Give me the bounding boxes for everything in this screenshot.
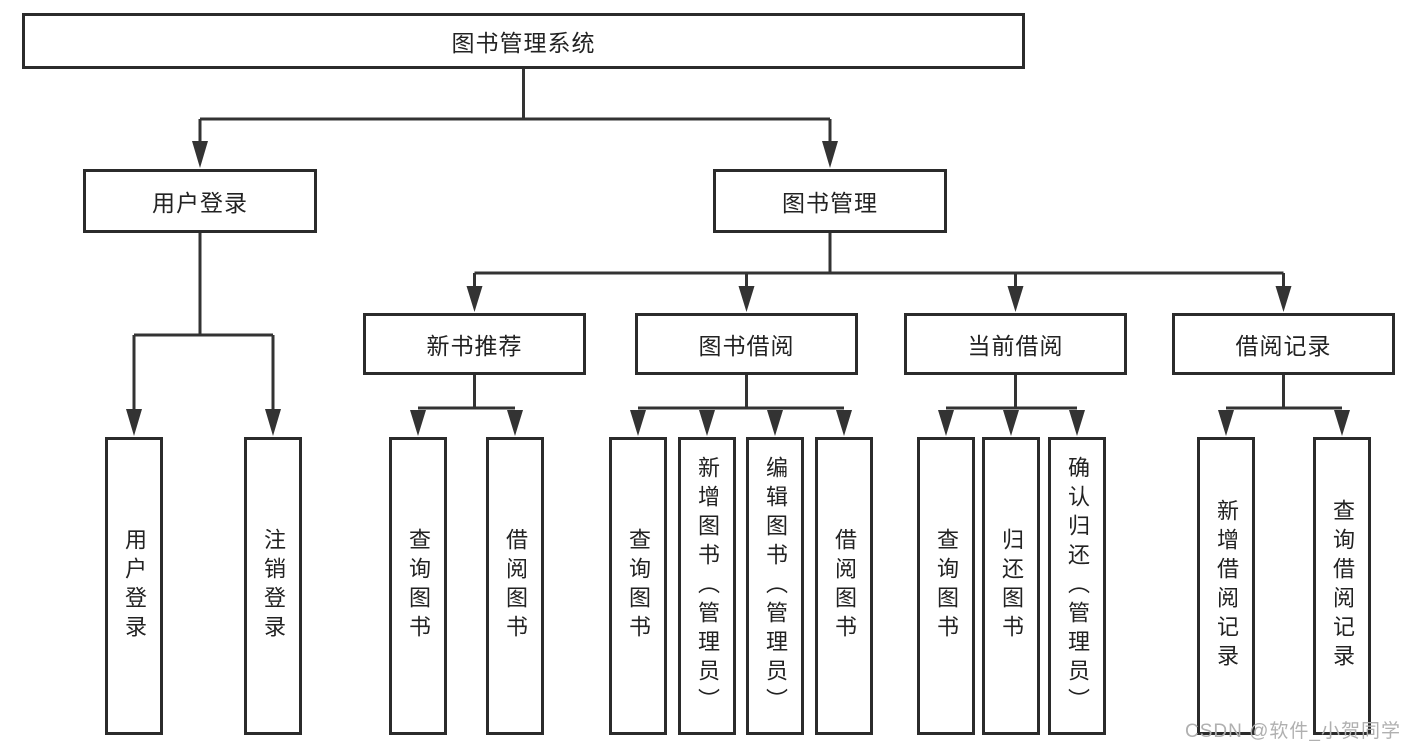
node-label: 编辑图书（管理员） (763, 455, 788, 717)
node-label: 用户登录 (152, 190, 248, 216)
leaf-borrow-books-recommend: 借阅图书 (486, 437, 544, 735)
node-label: 新增图书（管理员） (695, 455, 720, 717)
node-label: 确认归还（管理员） (1065, 455, 1090, 717)
node-label: 借阅记录 (1235, 333, 1332, 359)
leaf-user-login: 用户登录 (105, 437, 163, 735)
leaf-return-books: 归还图书 (982, 437, 1040, 735)
node-label: 当前借阅 (967, 333, 1064, 359)
connector-lines-user-login (132, 233, 275, 413)
node-label: 注销登录 (261, 528, 286, 644)
node-label: 查询借阅记录 (1330, 499, 1355, 673)
node-label: 查询图书 (626, 528, 651, 644)
connector-lines-book-borrow (638, 375, 844, 410)
node-user-login: 用户登录 (83, 169, 317, 233)
leaf-edit-books-admin: 编辑图书（管理员） (746, 437, 804, 735)
leaf-query-books-current: 查询图书 (917, 437, 975, 735)
connector-lines-new-book (418, 375, 515, 410)
leaf-query-borrow-record: 查询借阅记录 (1313, 437, 1371, 735)
leaf-confirm-return-admin: 确认归还（管理员） (1048, 437, 1106, 735)
node-label: 新增借阅记录 (1214, 499, 1239, 673)
node-label: 查询图书 (934, 528, 959, 644)
node-label: 借阅图书 (832, 528, 857, 644)
node-borrow-records: 借阅记录 (1172, 313, 1395, 375)
node-label: 图书管理系统 (451, 30, 596, 56)
leaf-borrow-books: 借阅图书 (815, 437, 873, 735)
connector-lines-root (198, 69, 832, 145)
node-label: 图书借阅 (698, 333, 795, 359)
leaf-add-books-admin: 新增图书（管理员） (678, 437, 736, 735)
node-new-book-recommend: 新书推荐 (363, 313, 586, 375)
watermark-text: CSDN @软件_小贺同学 (1185, 721, 1401, 742)
node-book-borrow: 图书借阅 (635, 313, 858, 375)
connector-lines-book-management (473, 233, 1285, 289)
connector-lines-current-borrow (946, 375, 1077, 410)
connector-lines-borrow-records (1226, 375, 1342, 410)
node-label: 查询图书 (406, 528, 431, 644)
node-label: 归还图书 (999, 528, 1024, 644)
leaf-add-borrow-record: 新增借阅记录 (1197, 437, 1255, 735)
node-library-system: 图书管理系统 (22, 13, 1025, 69)
node-book-management: 图书管理 (713, 169, 947, 233)
node-label: 借阅图书 (503, 528, 528, 644)
node-label: 用户登录 (122, 528, 147, 644)
node-current-borrow: 当前借阅 (904, 313, 1127, 375)
node-label: 图书管理 (782, 190, 878, 216)
leaf-query-books-recommend: 查询图书 (389, 437, 447, 735)
leaf-query-books-borrow: 查询图书 (609, 437, 667, 735)
leaf-logout: 注销登录 (244, 437, 302, 735)
node-label: 新书推荐 (426, 333, 523, 359)
